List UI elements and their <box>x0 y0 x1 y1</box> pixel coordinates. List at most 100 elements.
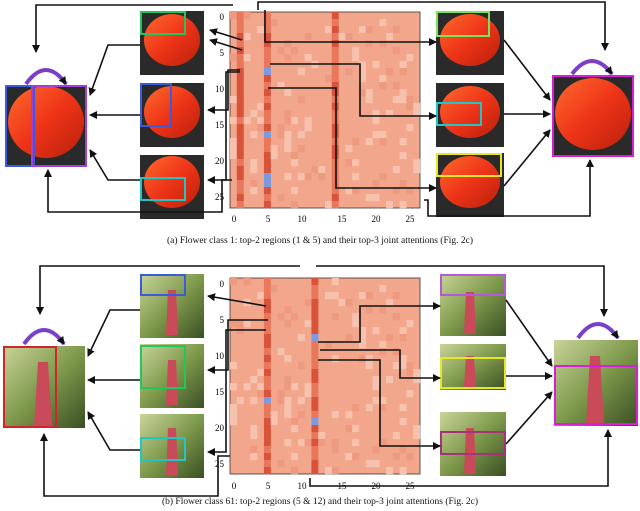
heatmap-cell <box>263 460 271 468</box>
joint-region-image-left-b <box>3 328 85 428</box>
swap-arrow-icon <box>576 322 620 340</box>
heatmap-cell <box>263 320 271 328</box>
left-thumbnails-b <box>140 274 204 478</box>
heatmap-cell <box>365 355 373 363</box>
caption-b: (b) Flower class 61: top-2 regions (5 & … <box>161 497 479 507</box>
heatmap-cell <box>345 425 353 433</box>
heatmap-cell <box>236 47 244 55</box>
heatmap-cell <box>236 397 244 405</box>
x-tick: 20 <box>372 214 382 224</box>
heatmap-cell <box>406 54 414 62</box>
y-tick: 25 <box>215 459 225 469</box>
heatmap-cell <box>352 439 360 447</box>
heatmap-cell <box>297 397 305 405</box>
panel-a: 0 5 10 15 20 25 0 5 10 15 20 25 <box>5 1 634 224</box>
heatmap-cell <box>236 201 244 209</box>
heatmap-cell <box>257 103 265 111</box>
heatmap-cell <box>263 187 271 195</box>
heatmap-cell <box>358 292 366 300</box>
heatmap-cell <box>250 187 258 195</box>
heatmap-cell <box>379 348 387 356</box>
heatmap-cell <box>365 362 373 370</box>
heatmap-cell <box>236 187 244 195</box>
heatmap-cell <box>406 124 414 132</box>
heatmap-cell <box>297 96 305 104</box>
heatmap-cell <box>325 75 332 83</box>
heatmap-cell <box>379 173 387 181</box>
heatmap-cell <box>372 117 380 125</box>
heatmap-cell <box>243 383 251 391</box>
attention-thumbnail <box>440 344 506 390</box>
heatmap-cell <box>284 404 292 412</box>
heatmap-cell <box>257 383 265 391</box>
heatmap-cell <box>297 439 305 447</box>
heatmap-cell <box>413 369 421 377</box>
heatmap-cell <box>291 201 299 209</box>
heatmap-cell <box>399 418 407 426</box>
heatmap-cell <box>325 467 332 475</box>
heatmap-cell <box>230 152 237 160</box>
heatmap-cell <box>399 467 407 475</box>
heatmap-cell <box>352 159 360 167</box>
heatmap-cell <box>263 33 271 41</box>
heatmap-cell <box>263 61 271 69</box>
heatmap-cell <box>399 404 407 412</box>
heatmap-cell <box>243 12 251 20</box>
heatmap-cell <box>331 467 339 475</box>
heatmap-cell <box>291 383 299 391</box>
attention-thumbnail <box>440 274 506 336</box>
heatmap-cell <box>345 145 353 153</box>
heatmap-cell <box>358 61 366 69</box>
heatmap-cell <box>365 26 373 34</box>
heatmap-cell <box>230 411 237 419</box>
heatmap-cell <box>236 124 244 132</box>
heatmap-cell <box>263 54 271 62</box>
heatmap-cell <box>352 173 360 181</box>
heatmap-cell <box>406 453 414 461</box>
heatmap-cell <box>284 89 292 97</box>
heatmap-cell <box>263 404 271 412</box>
heatmap-cell <box>250 159 258 167</box>
heatmap-cell <box>399 355 407 363</box>
heatmap-cell <box>263 292 271 300</box>
heatmap-b: 0 5 10 15 20 25 0 5 10 15 20 25 <box>215 277 421 491</box>
heatmap-cell <box>236 138 244 146</box>
y-axis-a: 0 5 10 15 20 25 <box>215 12 225 202</box>
heatmap-cell <box>297 411 305 419</box>
heatmap-cell <box>263 299 271 307</box>
heatmap-cell <box>291 159 299 167</box>
heatmap-cell <box>236 33 244 41</box>
x-tick: 10 <box>298 214 308 224</box>
heatmap-cell <box>277 194 285 202</box>
heatmap-cell <box>399 327 407 335</box>
heatmap-cell <box>413 166 421 174</box>
heatmap-cell <box>263 145 271 153</box>
heatmap-cell <box>352 425 360 433</box>
heatmap-cell <box>372 110 380 118</box>
heatmap-cell <box>331 75 339 83</box>
heatmap-cell <box>331 40 339 48</box>
heatmap-cell <box>263 96 271 104</box>
heatmap-cell <box>304 439 312 447</box>
heatmap-cell <box>263 138 271 146</box>
heatmap-cell <box>291 453 299 461</box>
heatmap-cell <box>311 327 319 335</box>
heatmap-cell <box>406 390 414 398</box>
heatmap-cell <box>291 187 299 195</box>
heatmap-cell <box>331 278 339 286</box>
heatmap-cell <box>263 411 271 419</box>
heatmap-cell <box>263 180 271 188</box>
heatmap-cell <box>352 138 360 146</box>
heatmap-cell <box>392 348 400 356</box>
caption-a: (a) Flower class 1: top-2 regions (1 & 5… <box>166 236 474 246</box>
heatmap-cell <box>250 180 258 188</box>
heatmap-cell <box>291 313 299 321</box>
y-tick: 25 <box>215 192 225 202</box>
heatmap-cell <box>284 439 292 447</box>
heatmap-cell <box>311 362 319 370</box>
heatmap-cell <box>311 166 319 174</box>
heatmap-cell <box>345 453 353 461</box>
heatmap-cell <box>263 432 271 440</box>
heatmap-cell <box>331 355 339 363</box>
attention-thumbnail <box>436 83 504 147</box>
